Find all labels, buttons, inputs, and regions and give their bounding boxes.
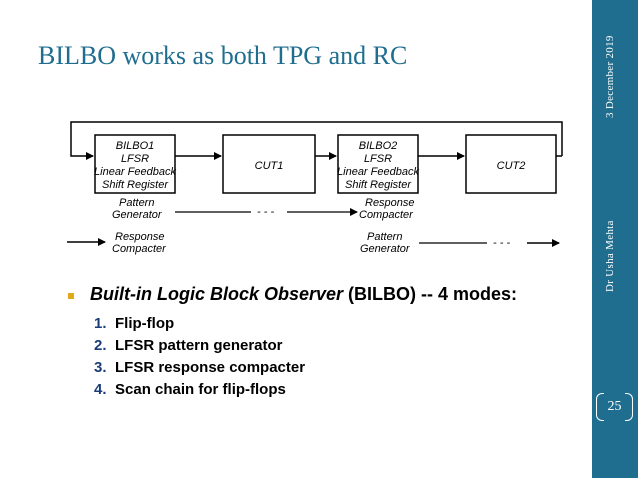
feedback-loop — [70, 121, 563, 160]
bilbo1-line1: LFSR — [121, 153, 149, 165]
right-bracket — [625, 393, 633, 421]
bilbo-figure: BILBO1 LFSR Linear Feedback Shift Regist… — [67, 112, 585, 404]
bilbo1-line3: Shift Register — [102, 179, 169, 191]
row2-right-line2: Generator — [360, 243, 411, 255]
bilbo1-block — [94, 134, 176, 194]
list-item: 2.LFSR pattern generator — [94, 337, 283, 354]
row2-left-line2: Compacter — [112, 243, 167, 255]
row1-right-line2: Compacter — [359, 209, 414, 221]
bilbo2-line2: Linear Feedback — [337, 166, 419, 178]
bilbo1-name: BILBO1 — [116, 140, 155, 152]
cut1-label: CUT1 — [255, 160, 284, 172]
bilbo-diagram: BILBO1 LFSR Linear Feedback Shift Regist… — [67, 121, 563, 255]
left-bracket — [596, 393, 604, 421]
list-item: 4.Scan chain for flip-flops — [94, 381, 286, 398]
modes-list: 1.Flip-flop 2.LFSR pattern generator 3.L… — [94, 313, 305, 401]
row1-dashes: - - - — [257, 206, 274, 218]
slide-title: BILBO works as both TPG and RC — [38, 41, 408, 70]
bilbo2-name: BILBO2 — [359, 140, 398, 152]
row1-right-line1: Response — [365, 197, 415, 209]
bilbo1-line2: Linear Feedback — [94, 166, 176, 178]
bullet-heading: Built-in Logic Block Observer (BILBO) --… — [90, 284, 517, 305]
bilbo2-block — [337, 134, 419, 194]
bullet-marker — [68, 293, 74, 299]
list-item: 3.LFSR response compacter — [94, 359, 306, 376]
row2-left-line1: Response — [115, 231, 165, 243]
row2-dashes: - - - — [493, 237, 510, 249]
row1-left-line2: Generator — [112, 209, 163, 221]
row2-right-line1: Pattern — [367, 231, 402, 243]
page-number-box: 25 — [596, 393, 633, 421]
slide-author: Dr Usha Mehta — [604, 220, 616, 292]
page-number: 25 — [607, 399, 622, 414]
cut2-label: CUT2 — [497, 160, 526, 172]
list-item: 1.Flip-flop — [94, 315, 175, 332]
row1-left-line1: Pattern — [119, 197, 154, 209]
bullet-rest: (BILBO) -- 4 modes: — [343, 284, 518, 304]
bilbo2-line3: Shift Register — [345, 179, 412, 191]
bilbo2-line1: LFSR — [364, 153, 392, 165]
bullet-italic: Built-in Logic Block Observer — [90, 284, 344, 304]
slide-date: 3 December 2019 — [604, 35, 616, 118]
cut1-block — [222, 134, 316, 194]
cut2-block — [465, 134, 557, 194]
